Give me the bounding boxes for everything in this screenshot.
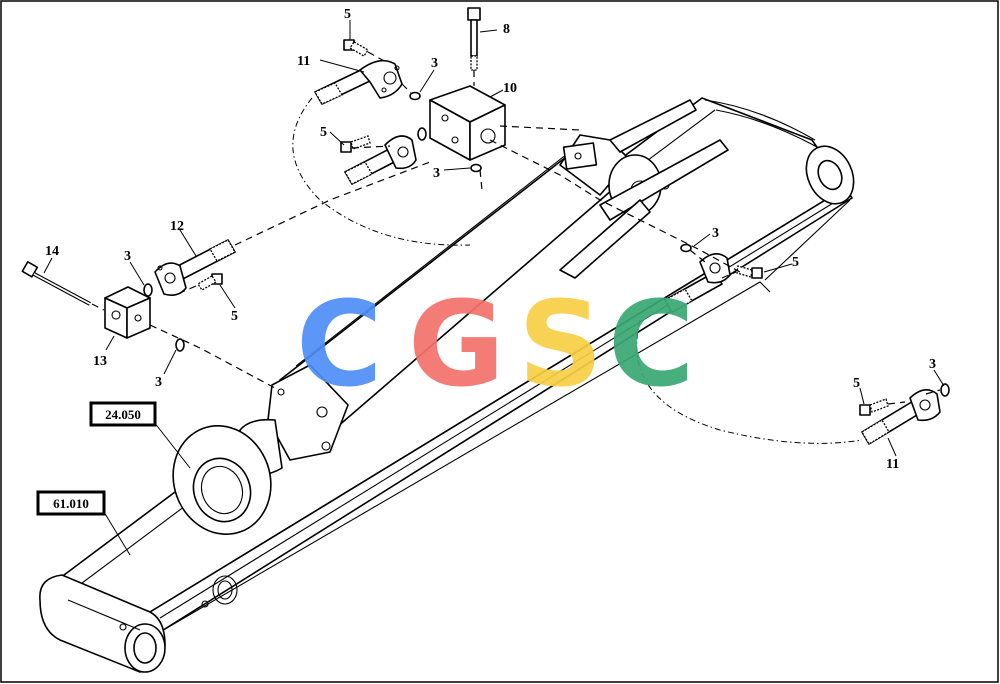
callout-5-left: 5 [231, 309, 238, 324]
watermark-letter-2: G [408, 275, 505, 413]
reference-arm-label: 61.010 [53, 496, 89, 511]
assembly-lines [91, 51, 941, 444]
o-rings [143, 91, 950, 397]
block-13 [104, 286, 151, 339]
callout-3-mid: 3 [433, 166, 440, 181]
screw-5-mid [340, 135, 371, 153]
reference-cylinder: 24.050 [89, 401, 157, 427]
callout-10: 10 [503, 81, 517, 96]
fitting-upper-2 [344, 135, 417, 185]
callout-5-lower: 5 [853, 376, 860, 391]
callout-5-top: 5 [344, 7, 351, 22]
screw-5-left [197, 273, 223, 291]
callout-8: 8 [503, 22, 510, 37]
callout-3-right: 3 [712, 226, 719, 241]
callout-3-left: 3 [124, 249, 131, 264]
callout-3-far-right: 3 [929, 357, 936, 372]
callout-13: 13 [93, 354, 107, 369]
hydraulic-cylinder [172, 99, 729, 536]
callout-11-upper: 11 [297, 54, 310, 69]
watermark-letter-1: C [296, 275, 383, 413]
screw-5-right [736, 265, 763, 279]
fitting-11-lower [861, 389, 941, 445]
callout-11-lower: 11 [886, 457, 899, 472]
callout-12: 12 [170, 219, 184, 234]
callout-3-upper: 3 [431, 56, 438, 71]
leader-lines [43, 20, 945, 556]
callout-5-right: 5 [792, 255, 799, 270]
callout-14: 14 [45, 244, 59, 259]
fitting-12 [154, 239, 236, 296]
callout-numbers: 5 8 11 3 10 5 3 12 14 3 5 13 3 3 5 3 5 1… [45, 7, 936, 472]
reference-cylinder-label: 24.050 [105, 407, 141, 422]
valve-block-10 [429, 85, 506, 161]
screw-5-lower [859, 398, 889, 416]
watermark: C G S C [296, 275, 695, 413]
bolt-14 [21, 261, 91, 306]
reference-arm: 61.010 [36, 490, 106, 516]
fitting-right [664, 253, 731, 313]
watermark-letter-4: C [608, 275, 695, 413]
fitting-11-upper [314, 59, 403, 105]
callout-5-mid: 5 [320, 125, 327, 140]
watermark-letter-3: S [518, 275, 603, 413]
bolt-8 [467, 7, 481, 71]
screw-5-upper [343, 39, 369, 57]
callout-3-bottom-left: 3 [155, 375, 162, 390]
